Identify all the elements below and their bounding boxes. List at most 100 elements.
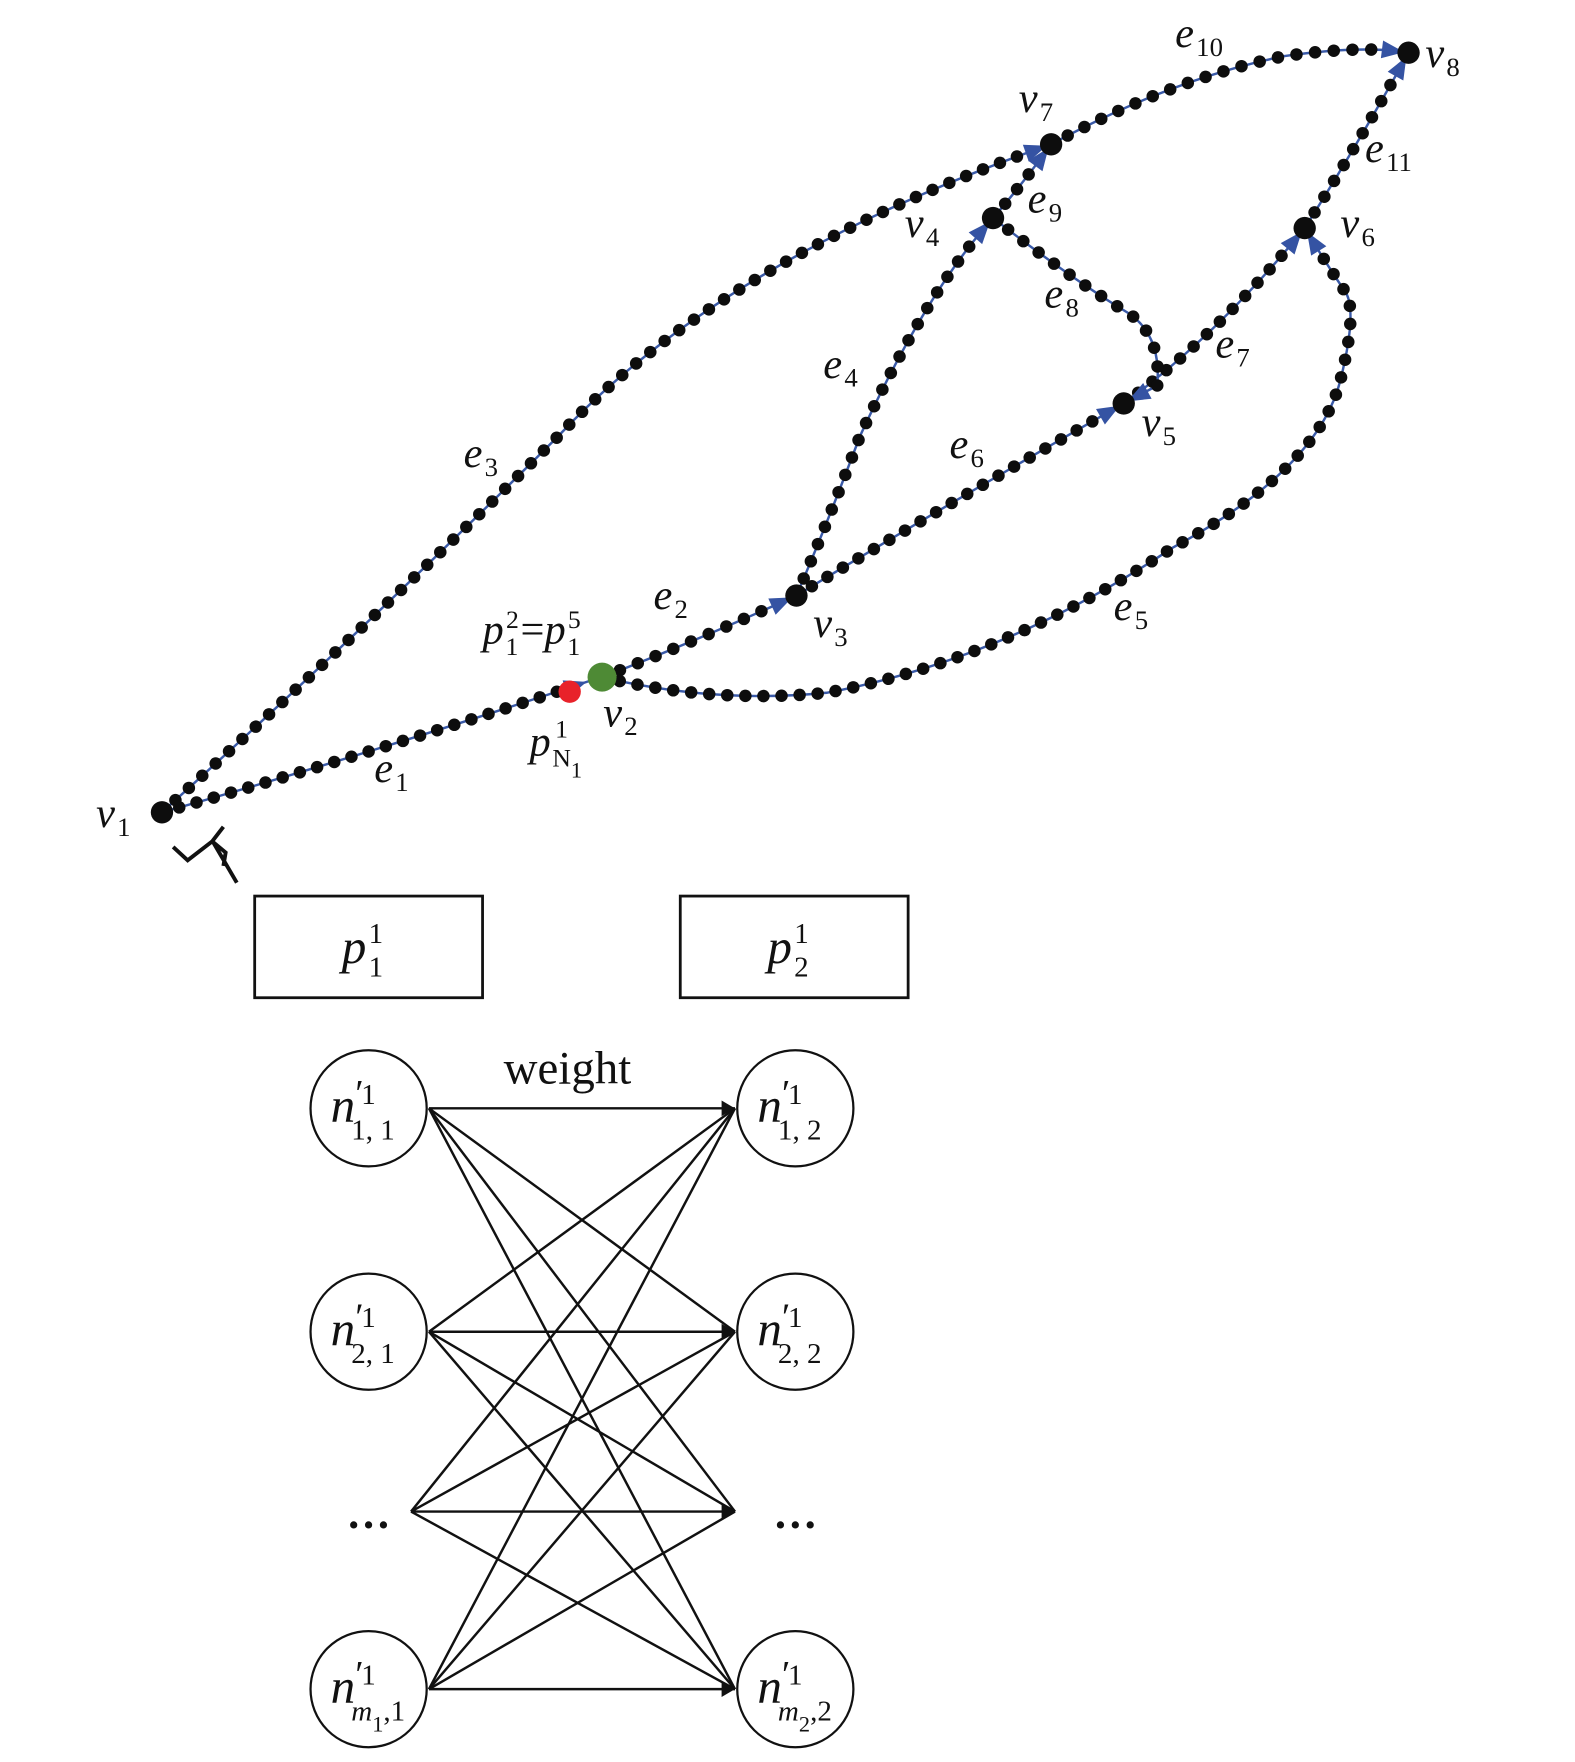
- trajectory-point: [629, 357, 643, 370]
- trajectory-point: [1083, 591, 1096, 605]
- trajectory-point: [1251, 486, 1265, 499]
- trajectory-point: [613, 663, 627, 677]
- edge-e8: [992, 217, 1164, 405]
- trajectory-point: [1001, 223, 1015, 236]
- trajectory-point: [860, 213, 873, 227]
- edge-label-e8: e8: [1044, 270, 1078, 322]
- edges-layer: [161, 43, 1410, 814]
- svg-text:p11: p11: [339, 918, 383, 984]
- arrow-icon: [1387, 56, 1407, 81]
- trajectory-point: [1251, 276, 1264, 290]
- trajectory-point: [1322, 405, 1335, 418]
- trajectory-point: [818, 520, 832, 534]
- trajectory-point: [884, 366, 898, 380]
- trajectory-point: [829, 684, 842, 698]
- trajectory-point: [649, 649, 662, 663]
- trajectory-point: [1337, 158, 1350, 172]
- trajectory-point: [575, 405, 589, 419]
- edge-label-e10: e10: [1175, 10, 1223, 62]
- edge-label-e5: e5: [1114, 583, 1148, 635]
- vertex-v4: [981, 206, 1005, 230]
- edge-line: [1050, 48, 1409, 146]
- arrow-icon: [1280, 231, 1302, 255]
- trajectory-point: [209, 757, 222, 770]
- trajectory-point: [537, 444, 551, 457]
- vertex-v6: [1293, 216, 1316, 240]
- trajectory-point: [1094, 289, 1108, 303]
- shared-point-green: [587, 662, 617, 692]
- trajectory-point: [805, 579, 819, 593]
- trajectory-point: [1317, 252, 1331, 266]
- arrow-icon: [1028, 147, 1049, 172]
- trajectory-point: [485, 495, 499, 508]
- trajectory-point: [1342, 335, 1355, 349]
- trajectory-point: [811, 238, 825, 251]
- trajectory-point: [1290, 48, 1303, 61]
- connections-layer: [410, 1100, 737, 1697]
- trajectory-point: [775, 689, 788, 702]
- trajectory-point: [362, 745, 375, 758]
- trajectory-point: [1114, 573, 1128, 587]
- trajectory-point: [381, 596, 395, 609]
- trajectory-point: [1187, 340, 1200, 353]
- trajectory-point: [1067, 600, 1080, 613]
- trajectory-point: [207, 791, 221, 804]
- trajectory-point: [1130, 564, 1143, 578]
- trajectory-point: [563, 418, 576, 431]
- trajectory-point: [1346, 43, 1359, 56]
- arrow-icon: [1022, 144, 1047, 162]
- trajectory-point: [1327, 267, 1340, 281]
- trajectory-point: [1313, 420, 1326, 434]
- trajectory-point: [893, 350, 906, 363]
- trajectory-point: [658, 334, 671, 348]
- trajectory-point: [733, 283, 746, 296]
- trajectory-point: [524, 457, 538, 470]
- edge-e10: [1050, 43, 1409, 146]
- arrow-icon: [721, 1681, 735, 1697]
- trajectory-point: [960, 487, 974, 501]
- trajectory-point: [1078, 120, 1091, 134]
- trajectory-point: [1207, 517, 1220, 531]
- trajectory-point: [1054, 433, 1068, 446]
- neuron-circle: [309, 1629, 428, 1749]
- trajectory-point: [196, 769, 209, 782]
- trajectory-point: [1384, 78, 1397, 92]
- trajectory-point: [379, 739, 393, 753]
- trajectory-point: [757, 689, 770, 703]
- trajectory-point: [827, 229, 841, 243]
- trajectory-point: [1303, 435, 1316, 449]
- arrow-icon: [768, 597, 793, 615]
- trajectory-point: [1329, 388, 1343, 401]
- trajectory-point: [407, 571, 421, 584]
- connection-4-1: [427, 1107, 737, 1690]
- vertex-label-v3: v3: [813, 600, 847, 652]
- trajectory-point: [911, 317, 924, 331]
- trajectory-point: [1010, 182, 1024, 196]
- trajectory-point: [1139, 324, 1153, 337]
- trajectory-point: [1191, 527, 1205, 540]
- trajectory-point: [899, 667, 913, 681]
- arrow-icon: [1096, 405, 1120, 425]
- trajectory-point: [394, 583, 408, 597]
- trajectory-point: [1334, 371, 1348, 384]
- trajectory-point: [276, 695, 289, 709]
- trajectory-point: [902, 333, 915, 347]
- trajectory-point: [1098, 582, 1112, 596]
- edge-label-e11: e11: [1365, 125, 1412, 177]
- trajectory-point: [482, 707, 495, 721]
- trajectory-point: [1173, 352, 1187, 365]
- trajectory-point: [985, 638, 998, 651]
- neuron-circle: [309, 1049, 428, 1168]
- trajectory-point: [852, 433, 865, 447]
- ellipsis-label: ···: [346, 1499, 391, 1549]
